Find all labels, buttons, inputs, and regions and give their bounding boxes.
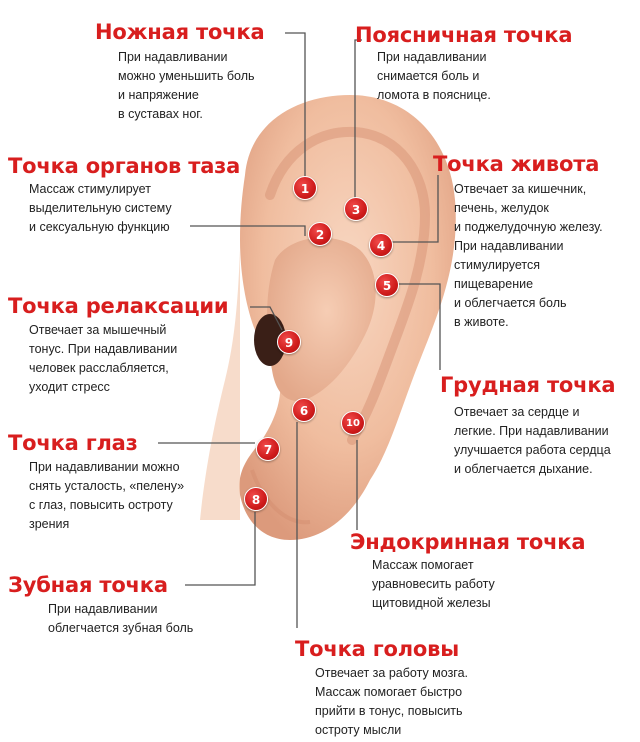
desc-tooth-point: При надавливании облегчается зубная боль — [48, 602, 194, 635]
desc-endocrine-point: Массаж помогает уравновесить работу щито… — [372, 558, 495, 610]
line-relax — [250, 306, 283, 331]
face-edge — [200, 250, 240, 520]
line-pelvis — [190, 225, 306, 236]
desc-lumbar-point: При надавливании снимается боль и ломота… — [377, 50, 491, 102]
ear-lobe-shade — [250, 469, 311, 525]
line-foot — [285, 32, 306, 178]
desc-head-point: Отвечает за работу мозга. Массаж помогае… — [315, 666, 469, 737]
title-relax-point: Точка релаксации — [8, 294, 229, 318]
marker-3: 3 — [344, 197, 368, 221]
line-belly — [392, 175, 439, 243]
title-tooth-point: Зубная точка — [8, 573, 168, 597]
marker-9: 9 — [277, 330, 301, 354]
desc-pelvis-point: Массаж стимулирует выделительную систему… — [29, 182, 172, 234]
desc-belly-point: Отвечает за кишечник, печень, желудок и … — [454, 182, 603, 329]
desc-eyes-point: При надавливании можно снять усталость, … — [29, 460, 185, 531]
line-chest — [392, 283, 441, 370]
marker-10: 10 — [341, 411, 365, 435]
marker-1: 1 — [293, 176, 317, 200]
marker-8: 8 — [244, 487, 268, 511]
ear-concha — [267, 237, 376, 401]
title-chest-point: Грудная точка — [440, 373, 616, 397]
title-belly-point: Точка живота — [433, 152, 600, 176]
line-tooth — [185, 512, 256, 586]
connector-lines — [158, 32, 441, 628]
marker-5: 5 — [375, 273, 399, 297]
title-head-point: Точка головы — [295, 637, 459, 661]
title-foot-point: Ножная точка — [95, 20, 265, 44]
title-pelvis-point: Точка органов таза — [8, 154, 241, 178]
marker-4: 4 — [369, 233, 393, 257]
ear-canal — [254, 314, 286, 366]
marker-7: 7 — [256, 437, 280, 461]
title-lumbar-point: Поясничная точка — [355, 23, 573, 47]
marker-6: 6 — [292, 398, 316, 422]
marker-2: 2 — [308, 222, 332, 246]
title-eyes-point: Точка глаз — [8, 431, 138, 455]
title-endocrine-point: Эндокринная точка — [350, 530, 586, 554]
line-lumbar — [354, 39, 362, 200]
desc-relax-point: Отвечает за мышечный тонус. При надавлив… — [29, 323, 178, 394]
desc-chest-point: Отвечает за сердце и легкие. При надавли… — [454, 405, 611, 476]
desc-foot-point: При надавливании можно уменьшить боль и … — [118, 50, 255, 121]
ear-helix-fold — [265, 126, 431, 445]
